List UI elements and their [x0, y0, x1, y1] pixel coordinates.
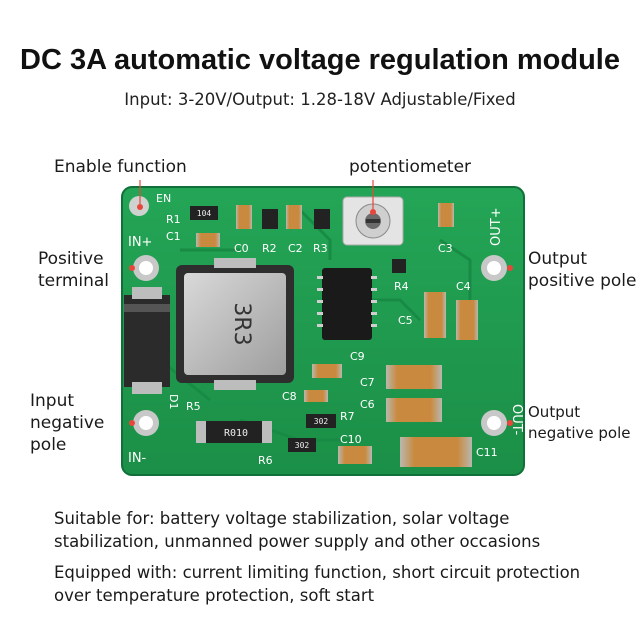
callout-input-negative-line3: pole	[30, 435, 67, 455]
svg-text:C1: C1	[166, 230, 181, 243]
silk-in-minus: IN-	[128, 451, 147, 466]
callout-input-negative-line2: negative	[30, 413, 105, 433]
svg-text:C11: C11	[476, 446, 498, 459]
callout-input-negative-line1: Input	[30, 391, 75, 411]
svg-text:C6: C6	[360, 398, 375, 411]
page-subtitle: Input: 3-20V/Output: 1.28-18V Adjustable…	[124, 90, 516, 109]
callout-enable: Enable function	[54, 157, 187, 177]
callout-output-positive: Output positive pole	[528, 248, 636, 292]
svg-text:R3: R3	[313, 242, 328, 255]
smd-resistors: 104 302 302 R010	[190, 206, 406, 452]
callout-output-positive-line1: Output	[528, 249, 588, 269]
ic-chip	[317, 268, 377, 340]
svg-text:C7: C7	[360, 376, 375, 389]
inductor-marking: 3R3	[229, 302, 254, 345]
inductor: 3R3	[176, 258, 294, 390]
diode	[124, 287, 170, 394]
callout-dots	[129, 204, 513, 426]
suitable-line2: stabilization, unmanned power supply and…	[54, 532, 541, 551]
silk-en: EN	[156, 192, 171, 205]
svg-text:R2: R2	[262, 242, 277, 255]
resistor-r010-marking: R010	[224, 428, 248, 439]
svg-text:C5: C5	[398, 314, 413, 327]
svg-text:R7: R7	[340, 410, 355, 423]
callout-positive-terminal-line1: Positive	[38, 249, 104, 269]
equipped-paragraph: Equipped with: current limiting function…	[54, 561, 634, 607]
callout-lines	[139, 180, 374, 209]
svg-text:C4: C4	[456, 280, 471, 293]
svg-text:R1: R1	[166, 213, 181, 226]
svg-text:D1: D1	[167, 394, 180, 409]
suitable-line1: Suitable for: battery voltage stabilizat…	[54, 509, 510, 528]
potentiometer	[342, 196, 404, 246]
callout-output-negative-line2: negative pole	[528, 424, 631, 442]
callout-positive-terminal-line2: terminal	[38, 271, 110, 291]
equipped-line2: over temperature protection, soft start	[54, 586, 375, 605]
svg-text:C10: C10	[340, 433, 362, 446]
svg-text:R5: R5	[186, 400, 201, 413]
svg-text:302: 302	[295, 441, 310, 450]
callout-output-negative: Output negative pole	[528, 402, 630, 444]
page-title: DC 3A automatic voltage regulation modul…	[20, 44, 620, 76]
svg-text:R6: R6	[258, 454, 273, 467]
ceramic-capacitors	[196, 203, 478, 467]
silk-out-plus: OUT+	[489, 207, 504, 246]
callout-input-negative: Input negative pole	[30, 390, 104, 456]
silk-in-plus: IN+	[128, 235, 152, 250]
equipped-line1: Equipped with: current limiting function…	[54, 563, 581, 582]
svg-text:C8: C8	[282, 390, 297, 403]
svg-text:C3: C3	[438, 242, 453, 255]
svg-text:C9: C9	[350, 350, 365, 363]
svg-text:302: 302	[314, 417, 329, 426]
callout-output-positive-line2: positive pole	[528, 271, 637, 291]
svg-text:C0: C0	[234, 242, 249, 255]
callout-positive-terminal: Positive terminal	[38, 248, 109, 292]
callout-potentiometer: potentiometer	[349, 157, 472, 177]
svg-text:104: 104	[197, 209, 212, 218]
suitable-paragraph: Suitable for: battery voltage stabilizat…	[54, 507, 634, 553]
svg-text:C2: C2	[288, 242, 303, 255]
svg-text:R4: R4	[394, 280, 409, 293]
silk-out-minus: OUT-	[509, 404, 524, 435]
callout-output-negative-line1: Output	[528, 403, 581, 421]
